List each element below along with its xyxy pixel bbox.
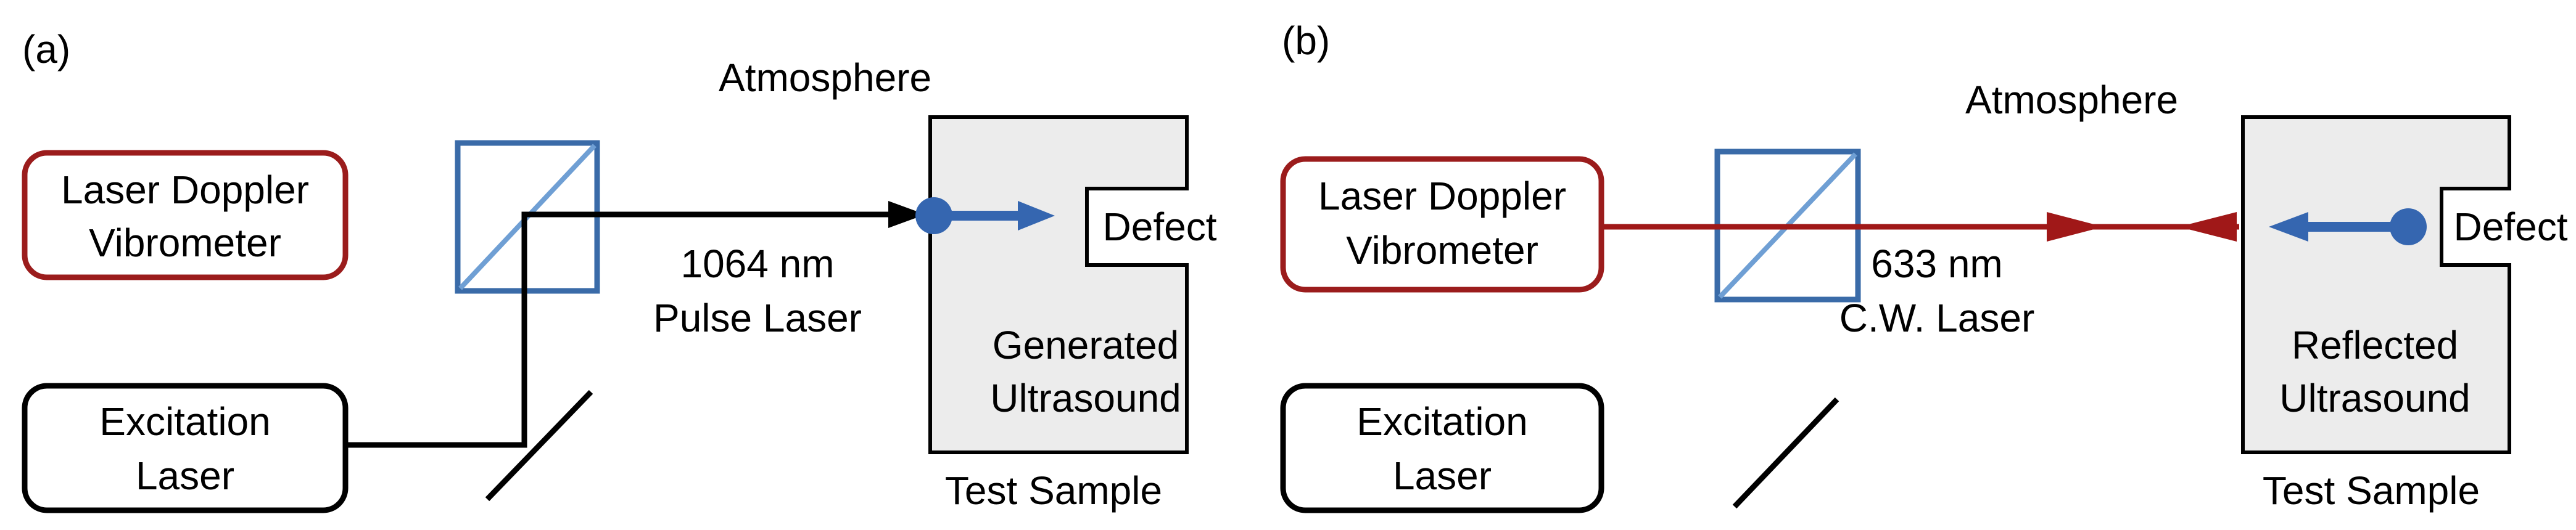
panel-b-cw-laser-arrowhead-in — [2047, 212, 2103, 242]
panel-b-cw-laser-arrowhead-out — [2179, 212, 2237, 242]
panel-b-beam-line1: 633 nm — [1871, 242, 2002, 286]
panel-b-tag: (b) — [1282, 18, 1330, 63]
panel-a-ldv-line1: Laser Doppler — [61, 168, 309, 212]
panel-a: (a) Atmosphere Laser Doppler Vibrometer … — [22, 27, 1217, 513]
panel-a-pulse-laser-path — [345, 211, 918, 448]
panel-a-defect-label: Defect — [1103, 205, 1217, 249]
panel-a-pulse-laser-arrowhead — [888, 201, 925, 228]
panel-b-sample-line2: Ultrasound — [2279, 376, 2471, 420]
panel-b-excitation-line1: Excitation — [1356, 399, 1527, 444]
panel-b-ldv-box — [1280, 156, 1604, 293]
panel-a-atmosphere-label: Atmosphere — [719, 55, 931, 100]
panel-a-sample-caption: Test Sample — [945, 468, 1162, 513]
panel-b-excitation-line2: Laser — [1393, 454, 1492, 498]
panel-b-atmosphere-label: Atmosphere — [1965, 78, 2178, 122]
panel-a-tag: (a) — [22, 27, 70, 71]
panel-b-ultrasound-arrowhead — [2269, 212, 2308, 242]
panel-b-excitation-box — [1280, 383, 1604, 513]
panel-a-excitation-line1: Excitation — [99, 399, 270, 444]
panel-a-ldv-line2: Vibrometer — [89, 221, 281, 265]
panel-b-ldv-line2: Vibrometer — [1346, 228, 1538, 272]
panel-a-sample-line1: Generated — [993, 323, 1179, 367]
panel-b: (b) Atmosphere Laser Doppler Vibrometer … — [1280, 18, 2568, 513]
panel-a-test-sample — [928, 115, 1189, 454]
panel-b-defect-label: Defect — [2454, 205, 2568, 249]
panel-b-beam-line2: C.W. Laser — [1839, 296, 2035, 340]
panel-a-ldv-box — [22, 150, 349, 280]
panel-a-ultrasound-arrowhead — [1018, 201, 1055, 230]
panel-b-test-sample — [2241, 115, 2511, 454]
panel-a-mirror — [485, 389, 593, 502]
panel-a-excitation-line2: Laser — [136, 454, 234, 498]
panel-a-beam-line2: Pulse Laser — [653, 296, 862, 340]
panel-b-sample-line1: Reflected — [2292, 323, 2458, 367]
panel-a-sample-line2: Ultrasound — [990, 376, 1181, 420]
panel-b-mirror — [1732, 397, 1839, 509]
panel-a-beam-line1: 1064 nm — [680, 242, 834, 286]
panel-b-ldv-line1: Laser Doppler — [1318, 174, 1566, 218]
panel-b-sample-caption: Test Sample — [2263, 468, 2480, 513]
panel-a-excitation-box — [22, 383, 349, 513]
